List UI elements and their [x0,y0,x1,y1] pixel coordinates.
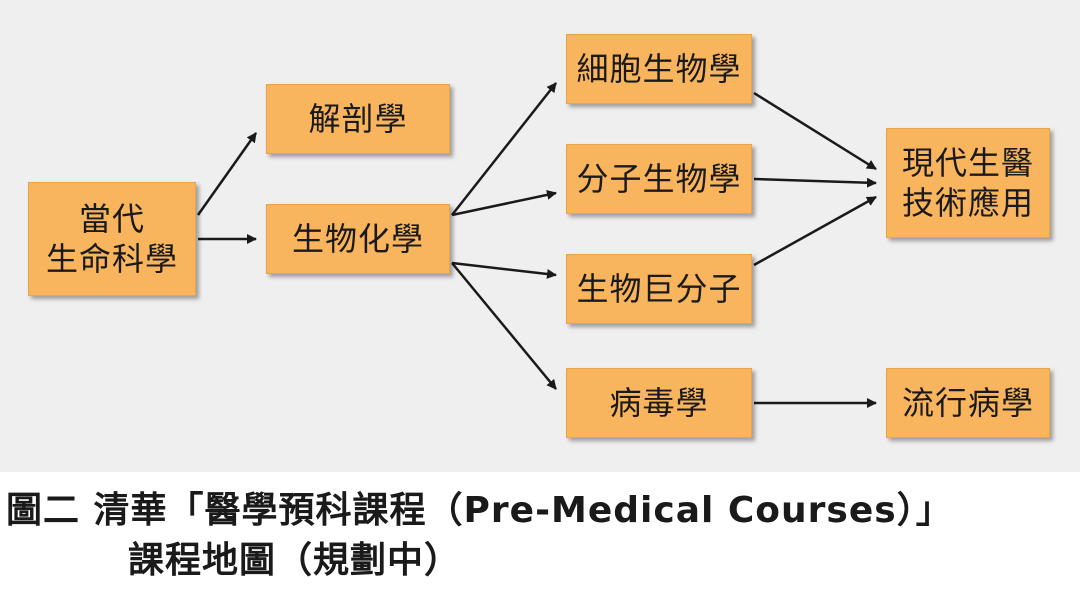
node-molecular-biology-label: 分子生物學 [576,160,742,198]
node-anatomy: 解剖學 [266,84,450,154]
node-epidemiology-label: 流行病學 [901,384,1034,422]
node-biomacromolecules: 生物巨分子 [566,254,752,324]
node-biomacromolecules-label: 生物巨分子 [576,270,742,308]
node-biochemistry-label: 生物化學 [291,220,424,258]
edge-biomacromolecules-to-modern_biomedical [753,195,877,267]
edge-biochemistry-to-cell_biology [451,82,557,216]
edge-molecular_biology-to-modern_biomedical [753,177,877,188]
node-contemporary-life-sciences-line2: 生命科學 [45,240,178,278]
edge-biochemistry-to-virology [451,262,557,390]
diagram-area: 當代 生命科學 解剖學 生物化學 細胞生物學 分子生物學 生物巨分子 病毒學 現… [0,0,1080,472]
node-contemporary-life-sciences: 當代 生命科學 [28,182,196,296]
node-biochemistry: 生物化學 [266,204,450,274]
edge-cell_biology-to-modern_biomedical [753,91,877,171]
node-contemporary-life-sciences-line1: 當代 [78,200,145,238]
node-modern-biomedical: 現代生醫 技術應用 [886,128,1050,238]
edges-layer [196,82,877,408]
figure-caption: 圖二 清華「醫學預科課程（Pre-Medical Courses）」 課程地圖（… [0,480,1080,596]
caption-line2: 課程地圖（規劃中） [128,540,462,581]
node-cell-biology-label: 細胞生物學 [576,50,742,88]
node-molecular-biology: 分子生物學 [566,144,752,214]
caption-line1: 圖二 清華「醫學預科課程（Pre-Medical Courses）」 [6,490,953,531]
node-cell-biology: 細胞生物學 [566,34,752,104]
node-virology: 病毒學 [566,368,752,438]
edge-contemporary_life_sciences-to-anatomy [196,132,258,216]
node-virology-label: 病毒學 [609,384,709,422]
edge-biochemistry-to-molecular_biology [451,189,557,217]
node-modern-biomedical-line2: 技術應用 [901,184,1034,222]
edge-biochemistry-to-biomacromolecules [451,261,557,279]
node-epidemiology: 流行病學 [886,368,1050,438]
node-modern-biomedical-line1: 現代生醫 [901,144,1034,182]
node-anatomy-label: 解剖學 [308,100,408,138]
